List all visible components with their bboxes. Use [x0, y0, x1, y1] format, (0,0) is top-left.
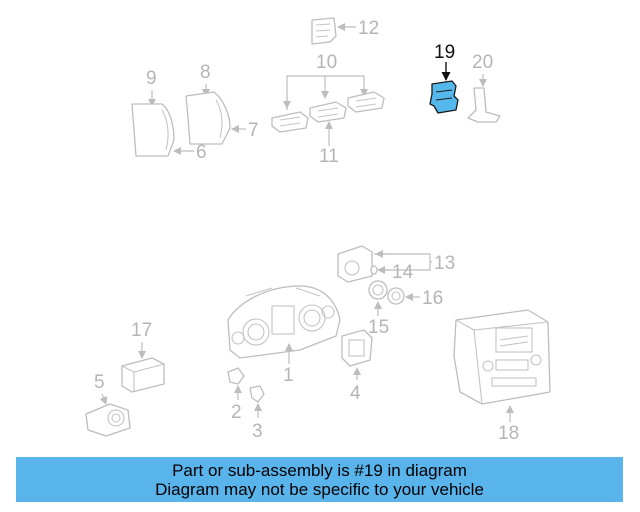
- callout-6: 6: [196, 142, 207, 163]
- part-17-module: [121, 357, 165, 393]
- part-14-ring: [370, 265, 378, 275]
- callout-9: 9: [146, 68, 157, 89]
- callout-20: 20: [472, 52, 493, 73]
- part-4-switch: [341, 329, 373, 367]
- banner-line-2: Diagram may not be specific to your vehi…: [155, 479, 484, 499]
- callout-1: 1: [283, 365, 294, 386]
- callout-14: 14: [392, 262, 414, 283]
- part-3-bulb: [249, 385, 265, 403]
- callout-7: 7: [248, 120, 259, 141]
- part-18-control-panel: [453, 309, 551, 405]
- callout-17: 17: [131, 320, 152, 341]
- callout-12: 12: [358, 18, 379, 39]
- callout-5: 5: [94, 372, 105, 393]
- part-8-side-vent: [185, 91, 231, 145]
- callout-18: 18: [498, 423, 519, 444]
- callout-16: 16: [422, 288, 443, 309]
- callout-19: 19: [434, 42, 455, 63]
- part-9-side-vent: [131, 103, 175, 157]
- part-20-bracket: [467, 87, 501, 123]
- part-1-instrument-cluster: [227, 285, 341, 359]
- part-15-knob: [368, 280, 388, 300]
- part-19-highlighted: [429, 80, 459, 114]
- part-10-vent-left: [271, 111, 309, 133]
- callout-11: 11: [319, 146, 339, 167]
- part-10-vent-right: [347, 91, 385, 113]
- part-13-switch-housing: [337, 245, 373, 283]
- callout-13: 13: [434, 253, 455, 274]
- callout-8: 8: [200, 62, 211, 83]
- part-12-vent: [311, 17, 337, 45]
- callout-3: 3: [252, 421, 263, 442]
- part-5-ignition-switch: [85, 403, 131, 437]
- part-2-bulb: [227, 367, 245, 385]
- banner-line-1: Part or sub-assembly is #19 in diagram: [172, 460, 467, 480]
- callout-10: 10: [316, 52, 337, 73]
- callout-2: 2: [231, 402, 242, 423]
- callout-15: 15: [368, 317, 389, 338]
- info-banner: Part or sub-assembly is #19 in diagram D…: [16, 457, 623, 502]
- part-11-vent-center: [309, 101, 347, 123]
- callout-4: 4: [350, 383, 361, 404]
- part-16-washer: [387, 287, 405, 305]
